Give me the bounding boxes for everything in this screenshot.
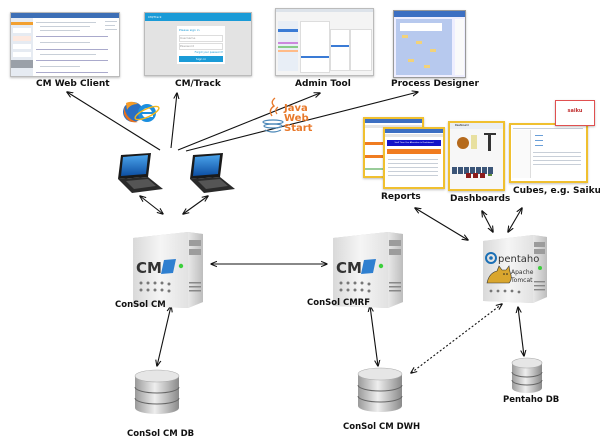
admin-tool-label: Admin Tool: [295, 79, 351, 89]
consol-cm-db-label: ConSol CM DB: [127, 429, 194, 439]
arrow-laptop1-cm: [140, 196, 163, 214]
consol-cm-db-icon[interactable]: [134, 369, 180, 414]
consol-cm-dwh-label: ConSol CM DWH: [343, 422, 420, 432]
java-web-start-line3: Start: [284, 123, 313, 134]
reports-screenshot-front[interactable]: Staff Time Use Allocation in Dashboard: [383, 127, 445, 189]
arrow-to-cm-web-client: [67, 92, 161, 151]
pentaho-logo-text: pentaho: [498, 254, 539, 265]
cm-track-screenshot[interactable]: CM/Track Please sign in Username Passwor…: [144, 12, 252, 76]
saiku-badge: saiku: [555, 100, 595, 126]
pentaho-db-icon[interactable]: [511, 357, 543, 393]
dashboards-label: Dashboards: [450, 194, 511, 204]
process-designer-label: Process Designer: [391, 79, 479, 89]
consol-cmrf-label: ConSol CMRF: [307, 298, 370, 308]
cmrf-logo-text: CM: [336, 259, 362, 277]
cubes-label: Cubes, e.g. Saiku: [513, 186, 600, 196]
cm-track-signin[interactable]: Sign in: [179, 56, 223, 62]
cm-track-password[interactable]: Password: [179, 43, 223, 50]
arrow-to-admin-tool: [177, 93, 320, 151]
consol-cm-server-icon[interactable]: CM: [133, 232, 203, 308]
arrow-cm-db: [157, 306, 171, 366]
admin-tool-screenshot[interactable]: [275, 8, 374, 76]
arrow-pentaho-pentaho-db: [518, 307, 524, 356]
cm-logo-text: CM: [136, 259, 162, 277]
dashboards-screenshot[interactable]: Dashboard: [448, 121, 505, 191]
internet-explorer-icon: [134, 104, 160, 122]
tomcat-label: Tomcat: [510, 277, 533, 284]
pentaho-server-icon[interactable]: pentaho Apache Tomcat: [483, 235, 547, 303]
consol-cmrf-server-icon[interactable]: CM: [333, 232, 403, 308]
cm-track-prompt: Please sign in: [179, 28, 200, 32]
apache-label: Apache: [511, 269, 534, 276]
arrow-to-cm-track: [170, 93, 177, 149]
tomcat-icon: [486, 265, 512, 284]
arrow-pentaho-dashboards: [482, 211, 493, 232]
java-web-start-line1: Java: [283, 103, 308, 114]
arrow-laptop2-cm: [183, 196, 208, 214]
cm-track-label: CM/Track: [175, 79, 221, 89]
cm-track-forgot[interactable]: Forgot your password?: [194, 51, 223, 54]
cm-web-client-label: CM Web Client: [36, 79, 110, 89]
java-web-start-line2: Web: [284, 113, 309, 124]
cm-track-username[interactable]: Username: [179, 35, 223, 42]
firefox-icon: [123, 101, 143, 123]
pentaho-db-label: Pentaho DB: [503, 395, 559, 405]
arrow-pentaho-cubes: [508, 208, 522, 232]
cubes-screenshot[interactable]: [509, 123, 588, 183]
arrow-pentaho-dwh: [411, 304, 502, 373]
reports-banner: Staff Time Use Allocation in Dashboard: [387, 140, 441, 146]
consol-cm-label: ConSol CM: [115, 300, 166, 310]
saiku-logo-text: saiku: [567, 108, 583, 114]
arrow-to-process-designer: [185, 92, 418, 152]
reports-label: Reports: [381, 192, 421, 202]
laptop-icon[interactable]: [190, 153, 235, 193]
cm-track-header: CM/Track: [145, 13, 251, 21]
cm-web-client-screenshot[interactable]: [10, 12, 120, 77]
dashboards-title: Dashboard: [450, 123, 503, 129]
java-icon: [262, 97, 284, 133]
arrow-pentaho-reports: [415, 208, 468, 240]
process-designer-screenshot[interactable]: [393, 10, 466, 78]
consol-cm-dwh-icon[interactable]: [357, 367, 403, 412]
arrow-cmrf-dwh: [370, 306, 378, 366]
laptop-icon[interactable]: [118, 153, 163, 193]
